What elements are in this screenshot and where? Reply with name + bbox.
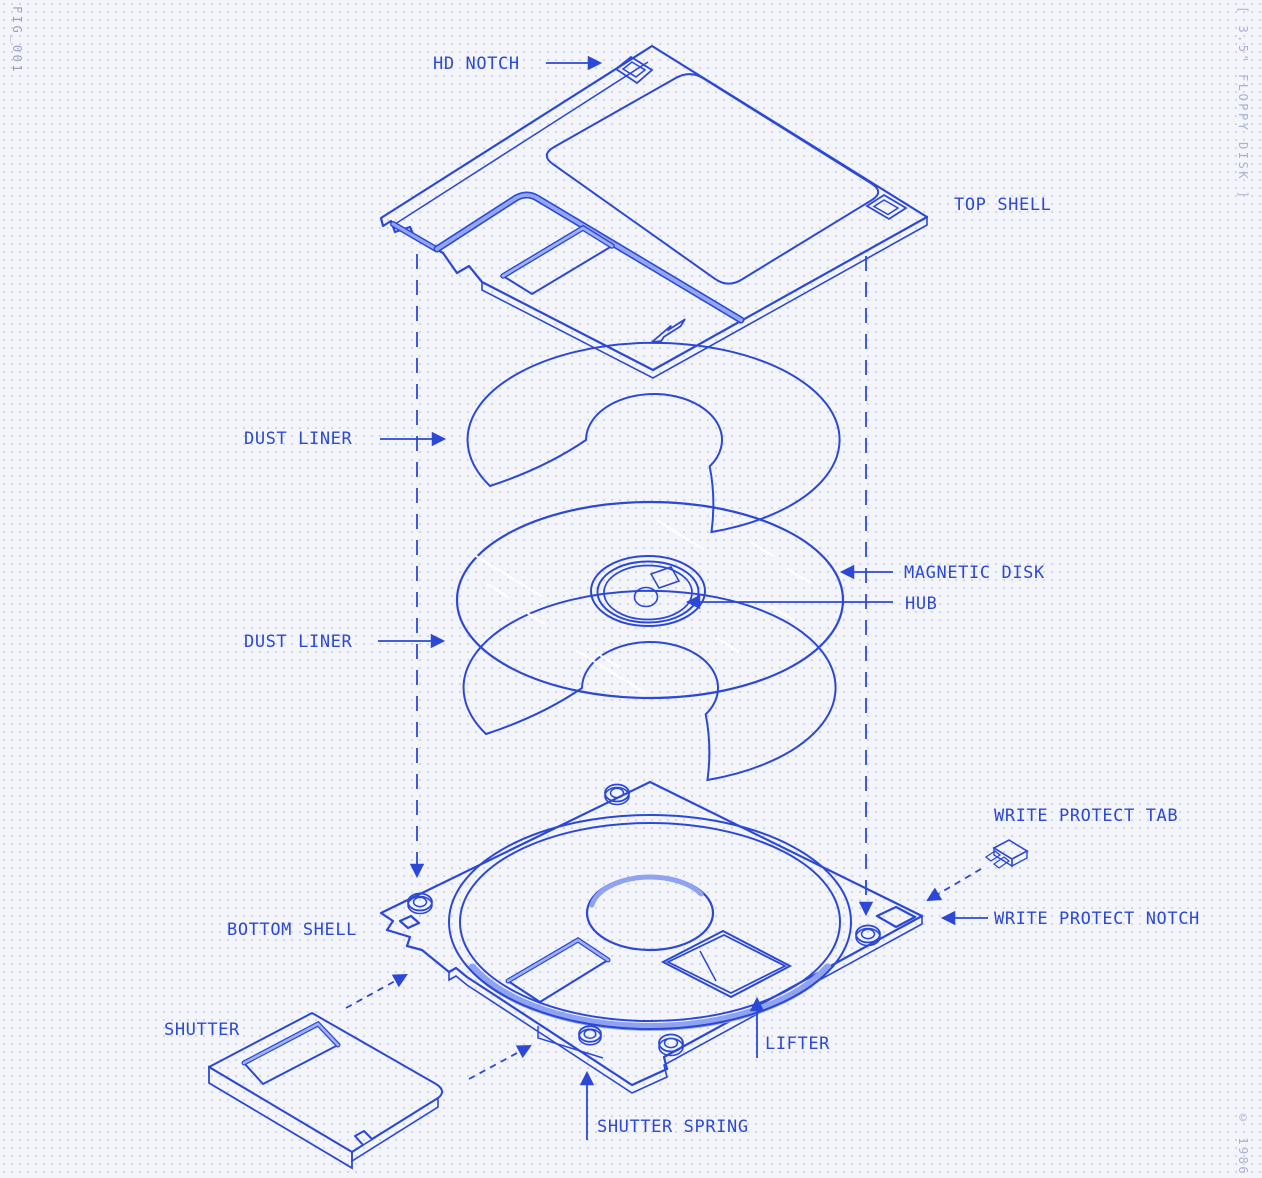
screw-boss xyxy=(855,924,881,947)
wp-tab-top xyxy=(992,839,1029,860)
left-window-depth xyxy=(505,937,611,984)
shutter xyxy=(208,1012,443,1170)
label-dust-liner-top: DUST LINER xyxy=(244,429,353,449)
magnetic-disk-body xyxy=(455,500,845,700)
shutter-assembly-arrow-lower xyxy=(468,1044,532,1080)
label-bottom-shell: BOTTOM SHELL xyxy=(227,920,358,940)
top-shell-recess-edge-fill xyxy=(435,193,743,322)
sheet-title: [ 3.5" FLOPPY DISK ] xyxy=(1236,6,1250,201)
top-shell-rim-step-fill xyxy=(391,222,438,251)
magnetic-disk-sheen xyxy=(474,519,811,694)
screw-boss xyxy=(604,783,630,806)
top-shell-rim-line xyxy=(391,61,649,227)
label-hd-notch: HD NOTCH xyxy=(433,54,520,74)
top-shell-window-depth-fill xyxy=(501,226,614,278)
disk-seat-ring-outer xyxy=(448,814,852,1030)
shutter-side xyxy=(208,1065,353,1170)
top-shell-plate xyxy=(379,44,929,372)
insert-arrow-icon xyxy=(651,318,686,343)
wp-tab-prong xyxy=(984,850,1002,862)
lifter-plate xyxy=(665,933,787,995)
shutter-lip xyxy=(351,1096,439,1163)
dust-liner-bottom xyxy=(462,589,837,782)
hub-spindle-hole xyxy=(633,586,659,608)
hub xyxy=(590,555,706,627)
dust-liner-top-shape xyxy=(466,341,841,534)
figure-reference: FIG_001 xyxy=(10,6,24,75)
copyright-note: © 1986 xyxy=(1236,1111,1250,1177)
disk-seat-ring-band xyxy=(468,963,832,1031)
screw-bosses xyxy=(407,783,881,1057)
top-shell-recess-edge xyxy=(433,191,745,324)
bottom-shell xyxy=(379,780,924,1094)
left-window-depth-fill xyxy=(506,938,610,983)
label-dust-liner-bottom: DUST LINER xyxy=(244,632,353,652)
hub-drive-slot xyxy=(649,566,681,589)
label-top-shell: TOP SHELL xyxy=(954,195,1052,215)
screw-boss xyxy=(578,1025,602,1046)
top-shell-label-area xyxy=(545,73,880,285)
label-shutter: SHUTTER xyxy=(164,1020,240,1040)
wp-tab-assembly-arrow xyxy=(926,868,982,902)
dust-liner-bottom-shape xyxy=(462,589,837,782)
label-shutter-spring: SHUTTER SPRING xyxy=(597,1117,749,1137)
label-hub: HUB xyxy=(905,594,938,614)
hd-notch-ring xyxy=(614,55,654,85)
hub-mid-ring xyxy=(596,560,700,624)
callout-lines xyxy=(345,55,988,1140)
screw-boss xyxy=(407,892,433,915)
label-magnetic-disk: MAGNETIC DISK xyxy=(904,563,1045,583)
magnetic-disk xyxy=(455,500,845,700)
write-protect-tab-part xyxy=(984,839,1029,869)
shutter-window-depth-fill xyxy=(242,1022,340,1065)
shutter-face xyxy=(208,1012,443,1153)
top-shell xyxy=(379,44,929,379)
shutter-assembly-arrow-upper xyxy=(345,973,408,1009)
label-lifter: LIFTER xyxy=(765,1034,831,1054)
screw-boss xyxy=(658,1033,684,1057)
center-hole-depth xyxy=(589,874,704,908)
hub-plate xyxy=(603,564,693,621)
label-write-protect-notch: WRITE PROTECT NOTCH xyxy=(994,909,1200,929)
disk-seat-ring-inner xyxy=(459,822,841,1022)
hub-outer-ring xyxy=(590,555,706,627)
hd-notch-hole xyxy=(621,61,647,78)
label-write-protect-tab: WRITE PROTECT TAB xyxy=(994,806,1179,826)
lifter-window xyxy=(660,929,793,999)
lifter-fold-line xyxy=(699,950,717,982)
top-shell-wp-hole xyxy=(872,199,900,216)
top-shell-wp-hole-ring xyxy=(865,193,908,221)
dust-liner-top xyxy=(466,341,841,534)
shutter-spring-wire xyxy=(537,1026,604,1059)
